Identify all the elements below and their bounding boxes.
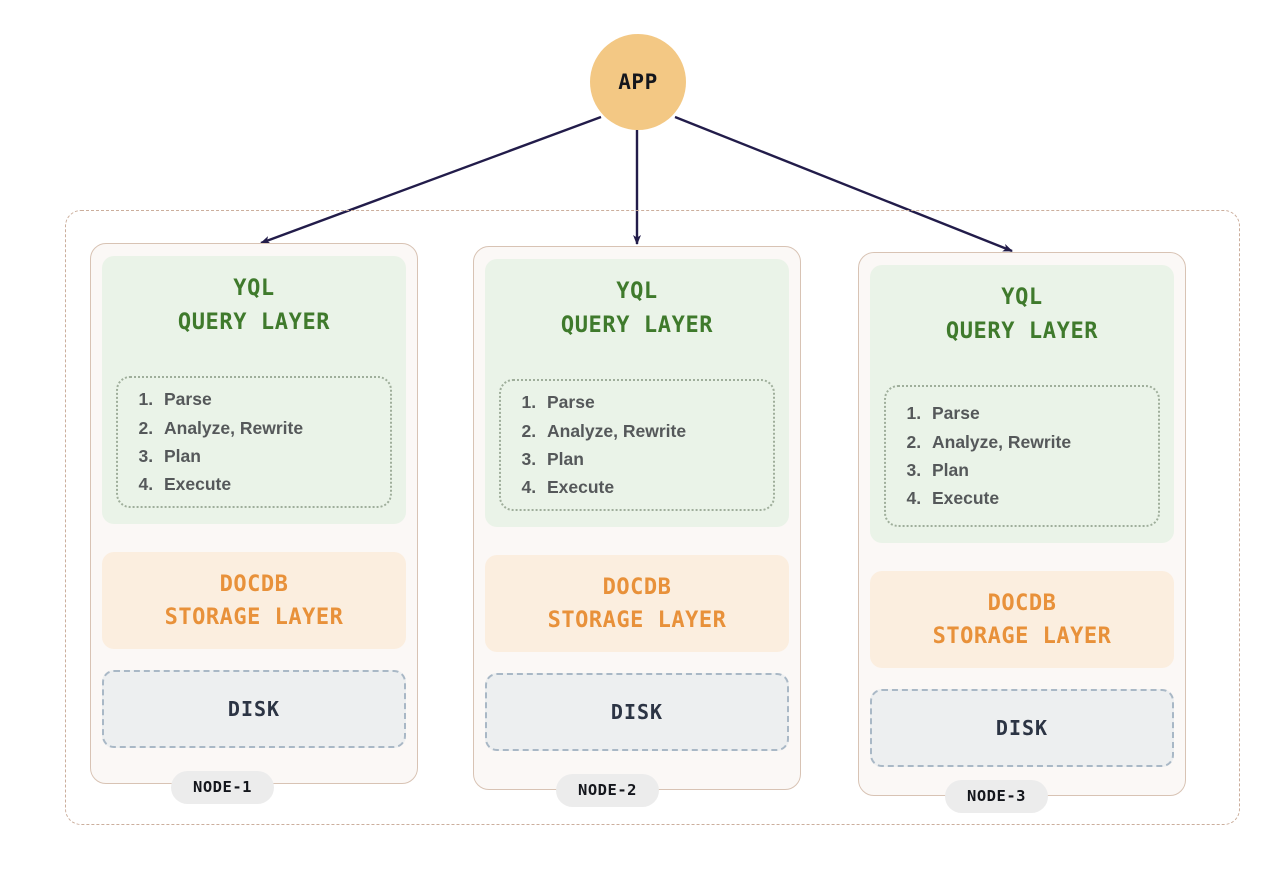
- node-2-storage-layer-title: DOCDB STORAGE LAYER: [548, 571, 727, 637]
- node-1-storage-layer-title-line2: STORAGE LAYER: [164, 604, 344, 630]
- node-1-storage-layer-title: DOCDB STORAGE LAYER: [165, 568, 344, 634]
- node-1-disk-label: DISK: [227, 697, 281, 721]
- node-1-query-layer-title-line2: QUERY LAYER: [177, 310, 331, 336]
- node-2-storage-layer-panel: DOCDB STORAGE LAYER: [485, 555, 789, 652]
- node-3-pill-label: NODE-3: [945, 780, 1048, 813]
- node-2-steps-box: Parse Analyze, Rewrite Plan Execute: [499, 379, 775, 511]
- node-1-storage-layer-title-line1: DOCDB: [219, 571, 289, 597]
- node-1-step-item: Execute: [158, 470, 303, 498]
- node-2-storage-layer-title-line1: DOCDB: [602, 574, 672, 600]
- app-node[interactable]: APP: [590, 34, 686, 130]
- node-2-query-layer-title-line2: QUERY LAYER: [560, 313, 714, 339]
- node-1-step-item: Analyze, Rewrite: [158, 414, 303, 442]
- node-3-step-item: Execute: [926, 484, 1071, 512]
- node-1-steps-box: Parse Analyze, Rewrite Plan Execute: [116, 376, 392, 508]
- node-2-step-item: Plan: [541, 445, 686, 473]
- node-3-storage-layer-panel: DOCDB STORAGE LAYER: [870, 571, 1174, 668]
- node-1-query-layer-title: YQL QUERY LAYER: [116, 272, 392, 340]
- node-2-step-item: Parse: [541, 388, 686, 416]
- node-2-step-item: Analyze, Rewrite: [541, 417, 686, 445]
- node-3-query-layer-title-line2: QUERY LAYER: [945, 319, 1099, 345]
- node-3-step-item: Analyze, Rewrite: [926, 428, 1071, 456]
- node-3-steps-box: Parse Analyze, Rewrite Plan Execute: [884, 385, 1160, 527]
- node-1-contents: YQL QUERY LAYER Parse Analyze, Rewrite P…: [102, 256, 406, 771]
- app-node-label: APP: [618, 70, 658, 94]
- node-3-query-layer-title-line1: YQL: [1001, 285, 1043, 310]
- node-2-query-layer-panel: YQL QUERY LAYER Parse Analyze, Rewrite P…: [485, 259, 789, 527]
- node-card-1[interactable]: YQL QUERY LAYER Parse Analyze, Rewrite P…: [90, 243, 418, 784]
- node-2-contents: YQL QUERY LAYER Parse Analyze, Rewrite P…: [485, 259, 789, 777]
- node-2-step-item: Execute: [541, 473, 686, 501]
- node-1-step-item: Plan: [158, 442, 303, 470]
- node-1-query-layer-panel: YQL QUERY LAYER Parse Analyze, Rewrite P…: [102, 256, 406, 524]
- node-3-step-item: Parse: [926, 399, 1071, 427]
- node-2-disk-box: DISK: [485, 673, 789, 751]
- node-3-storage-layer-title: DOCDB STORAGE LAYER: [933, 587, 1112, 653]
- node-card-3[interactable]: YQL QUERY LAYER Parse Analyze, Rewrite P…: [858, 252, 1186, 796]
- node-3-storage-layer-title-line2: STORAGE LAYER: [932, 623, 1112, 649]
- node-3-disk-label: DISK: [995, 716, 1049, 740]
- node-1-query-layer-title-line1: YQL: [233, 276, 275, 301]
- node-3-steps-list: Parse Analyze, Rewrite Plan Execute: [886, 399, 1071, 512]
- node-3-contents: YQL QUERY LAYER Parse Analyze, Rewrite P…: [870, 265, 1174, 783]
- node-3-query-layer-title: YQL QUERY LAYER: [884, 281, 1160, 349]
- node-1-storage-layer-panel: DOCDB STORAGE LAYER: [102, 552, 406, 649]
- node-1-pill-label: NODE-1: [171, 771, 274, 804]
- node-3-query-layer-panel: YQL QUERY LAYER Parse Analyze, Rewrite P…: [870, 265, 1174, 543]
- node-2-query-layer-title-line1: YQL: [616, 279, 658, 304]
- node-1-steps-list: Parse Analyze, Rewrite Plan Execute: [118, 385, 303, 498]
- node-2-query-layer-title: YQL QUERY LAYER: [499, 275, 775, 343]
- node-3-disk-box: DISK: [870, 689, 1174, 767]
- node-3-step-item: Plan: [926, 456, 1071, 484]
- node-1-disk-box: DISK: [102, 670, 406, 748]
- node-2-storage-layer-title-line2: STORAGE LAYER: [547, 607, 727, 633]
- node-2-pill-label: NODE-2: [556, 774, 659, 807]
- node-1-step-item: Parse: [158, 385, 303, 413]
- cluster-boundary: [65, 210, 1240, 825]
- node-2-disk-label: DISK: [610, 700, 664, 724]
- node-2-steps-list: Parse Analyze, Rewrite Plan Execute: [501, 388, 686, 501]
- node-3-storage-layer-title-line1: DOCDB: [987, 590, 1057, 616]
- node-card-2[interactable]: YQL QUERY LAYER Parse Analyze, Rewrite P…: [473, 246, 801, 790]
